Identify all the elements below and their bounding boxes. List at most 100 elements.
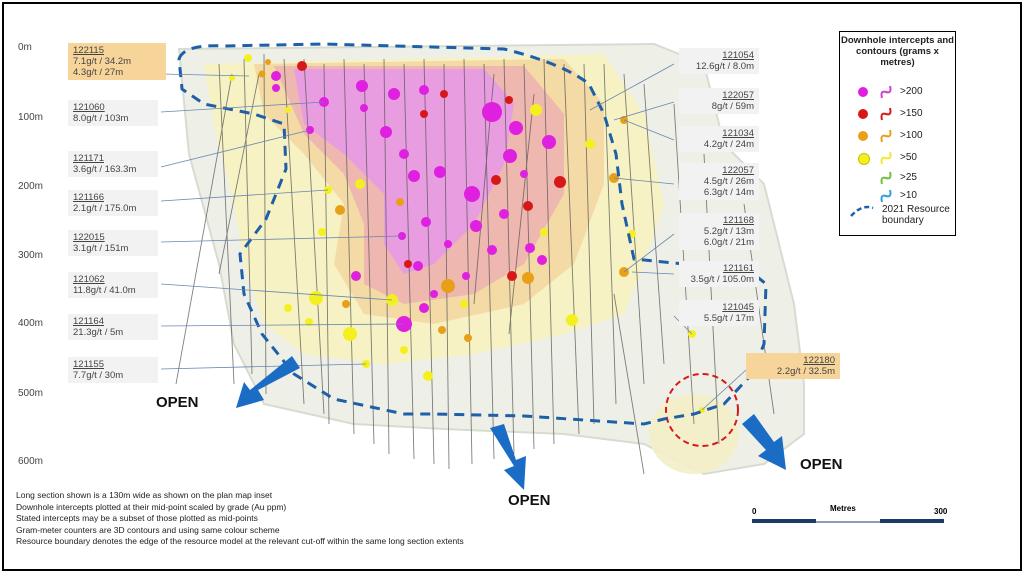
legend-row: >25 [840,170,953,186]
drill-hole-trace [703,153,720,445]
open-label: OPEN [156,394,199,411]
intercept-marker [523,201,533,211]
drill-hole-trace [623,73,645,385]
legend-dot [858,153,870,165]
intercept-marker [244,54,252,62]
intercept-callout: 122057 4.5g/t / 26m 6.3g/t / 14m [679,163,759,200]
note-line: Downhole intercepts plotted at their mid… [16,501,287,512]
intercept-callout: 121034 4.2g/t / 24m [679,126,759,152]
intercept-marker [265,59,271,65]
drill-hole-trace [483,63,495,460]
intercept-marker [507,271,517,281]
intercept-marker [419,85,429,95]
intercept-callout: 121164 21.3g/t / 5m [68,314,158,340]
depth-label: 0m [18,42,32,53]
intercept-marker [491,175,501,185]
drill-hole-trace [363,63,375,445]
drill-hole-trace [175,73,233,385]
dashed-boundary-icon [850,205,874,217]
drill-holes [175,53,775,475]
hole-id: 121062 [73,274,105,285]
open-arrow-right [742,414,786,470]
drill-hole-trace [503,58,515,455]
intercept-marker [335,205,345,215]
open-arrow-left [236,356,300,408]
intercept-callout: 121060 8.0g/t / 103m [68,100,158,126]
legend-label: >25 [900,172,917,183]
intercept-marker [388,88,400,100]
intercept-callout: 121054 12.6g/t / 8.0m [679,48,759,74]
highlight-ring [665,373,739,447]
intercept-value: 3.5g/t / 105.0m [690,274,754,285]
note-line: Long section shown is a 130m wide as sho… [16,490,273,500]
intercept-callout: 121045 5.5g/t / 17m [679,300,759,326]
intercept-marker [438,326,446,334]
depth-label: 200m [18,181,44,192]
hole-id: 122115 [73,45,104,56]
intercept-marker [356,80,368,92]
open-arrow-bottom [490,424,526,490]
contour-pod [649,394,739,474]
hole-id: 122180 [803,355,835,366]
drill-hole-trace [543,58,555,445]
hole-id: 121161 [723,263,754,274]
legend-boundary-label: 2021 Resource boundary [882,204,950,226]
contour-swatch-icon [880,107,892,121]
intercept-callout: 122180 2.2g/t / 32.5m [746,353,840,379]
intercept-marker [441,279,455,293]
scale-bar-graphic [752,519,944,523]
intercept-value: 4.3g/t / 27m [73,67,124,78]
intercept-marker [525,243,535,253]
drill-hole-trace [563,63,580,435]
drill-hole-trace [283,58,305,405]
intercept-value: 3.6g/t / 163.3m [73,164,137,175]
intercept-value: 3.1g/t / 151m [73,243,129,254]
figure-notes: Long section shown is a 130m wide as sho… [16,490,464,548]
intercept-marker [464,334,472,342]
legend-row: >50 [840,150,953,166]
intercept-value: 6.3g/t / 14m [703,187,754,198]
legend-label: >50 [900,152,917,163]
intercept-marker [423,371,433,381]
contour-swatch-icon [880,171,892,185]
hole-id: 121164 [73,316,104,327]
intercept-marker [530,104,542,116]
drill-hole-trace [343,58,355,435]
intercept-marker [482,102,502,122]
legend-title: Downhole intercepts and contours (grams … [841,35,954,68]
legend-dot [858,109,868,119]
intercept-value: 2.2g/t / 32.5m [776,366,835,377]
intercept-marker [396,198,404,206]
legend-label: >10 [900,190,917,201]
intercept-value: 8g/t / 59m [711,101,754,112]
drill-hole-trace [323,63,330,425]
intercept-marker [408,170,420,182]
drill-hole-trace [218,63,235,385]
intercept-marker [380,126,392,138]
intercept-marker [505,96,513,104]
open-label: OPEN [508,492,551,509]
scale-title: Metres [830,504,856,513]
intercept-marker [540,228,548,236]
intercept-value: 5.5g/t / 17m [703,313,754,324]
intercept-callout: 122057 8g/t / 59m [679,88,759,114]
hole-id: 121034 [722,128,754,139]
hole-id: 121054 [722,50,754,61]
intercept-marker [229,75,235,81]
drill-hole-trace [583,63,595,425]
drill-hole-trace [523,63,535,450]
intercept-marker [520,170,528,178]
contour-swatch-icon [880,151,892,165]
contour-swatch-icon [880,85,892,99]
intercept-value: 7.7g/t / 30m [73,370,124,381]
hole-id: 122057 [722,90,754,101]
intercept-marker [272,84,280,92]
intercept-callout: 122015 3.1g/t / 151m [68,230,158,256]
drill-hole-trace [423,58,435,465]
legend-label: >150 [900,108,923,119]
intercept-marker [404,260,412,268]
intercept-marker [503,149,517,163]
intercept-marker [430,290,438,298]
depth-label: 500m [18,388,44,399]
